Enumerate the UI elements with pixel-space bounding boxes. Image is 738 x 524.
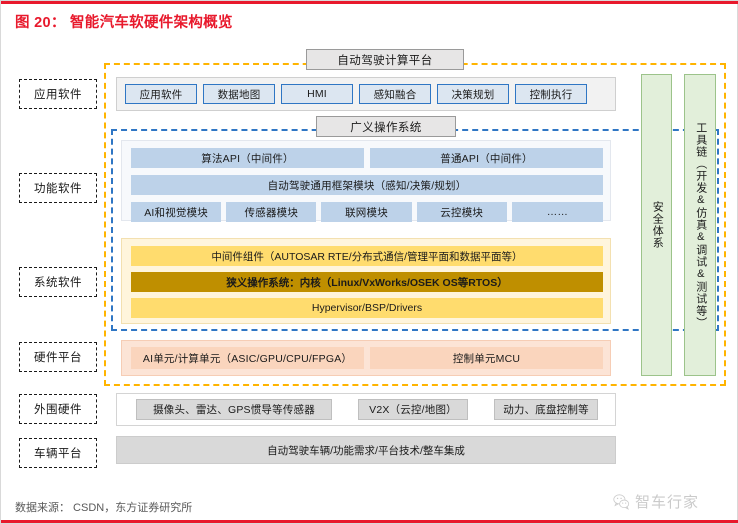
function-software-panel: 算法API（中间件） 普通API（中间件） 自动驾驶通用框架模块（感知/决策/规… [121, 140, 611, 222]
chip-label: 感知融合 [373, 88, 417, 101]
category-label-function-software: 功能软件 [19, 173, 97, 203]
category-label-text: 系统软件 [34, 277, 82, 289]
chip-label: 控制执行 [529, 88, 573, 101]
bar-label: 狭义操作系统：内核（Linux/VxWorks/OSEK OS等RTOS） [226, 276, 508, 289]
category-label-text: 硬件平台 [34, 352, 82, 364]
sys-bar-middleware: 中间件组件（AUTOSAR RTE/分布式通信/管理平面和数据平面等） [131, 246, 603, 266]
periph-chip-v2x: V2X（云控/地图） [358, 399, 468, 420]
hw-chip-ai-compute-unit: AI单元/计算单元（ASIC/GPU/CPU/FPGA） [131, 347, 364, 369]
chip-label: 普通API（中间件） [440, 152, 533, 165]
figure-title: 图 20： 智能汽车软硬件架构概览 [15, 15, 233, 31]
vehicle-platform-panel: 自动驾驶车辆/功能需求/平台技术/整车集成 [116, 436, 616, 464]
system-software-panel: 中间件组件（AUTOSAR RTE/分布式通信/管理平面和数据平面等） 狭义操作… [121, 238, 611, 324]
function-software-module-row: AI和视觉模块 传感器模块 联网模块 云控模块 …… [131, 202, 603, 222]
function-software-api-row: 算法API（中间件） 普通API（中间件） [131, 148, 603, 168]
category-label-text: 应用软件 [34, 89, 82, 101]
category-label-system-software: 系统软件 [19, 267, 97, 297]
chip-label: HMI [307, 88, 327, 100]
chip-label: 算法API（中间件） [201, 152, 294, 165]
chip-label: 云控模块 [440, 206, 484, 219]
bottom-divider [1, 520, 738, 523]
category-label-peripheral-hardware: 外围硬件 [19, 394, 97, 424]
app-chip-decision-planning: 决策规划 [437, 84, 509, 104]
header-tab-label: 广义操作系统 [350, 121, 422, 134]
application-software-chip-row: 应用软件 数据地图 HMI 感知融合 决策规划 控制执行 [125, 84, 607, 104]
chip-label: AI单元/计算单元（ASIC/GPU/CPU/FPGA） [142, 352, 353, 365]
sys-bar-kernel-os: 狭义操作系统：内核（Linux/VxWorks/OSEK OS等RTOS） [131, 272, 603, 292]
chip-label: 摄像头、雷达、GPS惯导等传感器 [153, 404, 315, 416]
category-label-text: 外围硬件 [34, 404, 82, 416]
category-label-vehicle-platform: 车辆平台 [19, 438, 97, 468]
app-chip-data-map: 数据地图 [203, 84, 275, 104]
watermark: 智车行家 [613, 491, 699, 512]
fn-chip-algorithm-api: 算法API（中间件） [131, 148, 364, 168]
app-chip-perception-fusion: 感知融合 [359, 84, 431, 104]
category-label-text: 车辆平台 [34, 448, 82, 460]
chip-label: 控制单元MCU [452, 352, 521, 365]
fn-chip-ai-vision-module: AI和视觉模块 [131, 202, 222, 222]
chip-label: AI和视觉模块 [144, 206, 209, 219]
app-chip-hmi: HMI [281, 84, 353, 104]
fn-chip-network-module: 联网模块 [321, 202, 412, 222]
chip-label: 决策规划 [451, 88, 495, 101]
app-chip-control-execution: 控制执行 [515, 84, 587, 104]
peripheral-hardware-panel: 摄像头、雷达、GPS惯导等传感器 V2X（云控/地图） 动力、底盘控制等 [116, 393, 616, 426]
periph-chip-powertrain-chassis: 动力、底盘控制等 [494, 399, 598, 420]
chip-label: …… [546, 206, 569, 218]
vertical-column-toolchain: 工具链（开发&仿真&调试&测试等） [684, 74, 716, 376]
hw-chip-control-mcu: 控制单元MCU [370, 347, 603, 369]
vertical-column-label: 安全体系 [651, 201, 664, 249]
chip-label: V2X（云控/地图） [369, 404, 457, 416]
chip-label: 自动驾驶通用框架模块（感知/决策/规划） [267, 179, 467, 192]
vehicle-platform-label: 自动驾驶车辆/功能需求/平台技术/整车集成 [267, 444, 465, 457]
category-label-hardware-platform: 硬件平台 [19, 342, 97, 372]
source-note: 数据来源： CSDN，东方证券研究所 [15, 502, 193, 514]
header-tab-auto-driving-platform: 自动驾驶计算平台 [306, 49, 464, 70]
periph-chip-sensors: 摄像头、雷达、GPS惯导等传感器 [136, 399, 332, 420]
hardware-platform-panel: AI单元/计算单元（ASIC/GPU/CPU/FPGA） 控制单元MCU [121, 340, 611, 376]
bar-label: Hypervisor/BSP/Drivers [311, 302, 423, 314]
fn-chip-general-api: 普通API（中间件） [370, 148, 603, 168]
hardware-platform-chip-row: AI单元/计算单元（ASIC/GPU/CPU/FPGA） 控制单元MCU [131, 347, 603, 369]
top-divider [1, 1, 738, 4]
bar-label: 中间件组件（AUTOSAR RTE/分布式通信/管理平面和数据平面等） [211, 250, 523, 263]
category-label-application-software: 应用软件 [19, 79, 97, 109]
fn-chip-cloud-module: 云控模块 [416, 202, 507, 222]
fn-chip-sensor-module: 传感器模块 [226, 202, 317, 222]
header-tab-label: 自动驾驶计算平台 [337, 54, 433, 67]
category-label-text: 功能软件 [34, 183, 82, 195]
chip-label: 应用软件 [139, 88, 183, 101]
vertical-column-safety-system: 安全体系 [641, 74, 672, 376]
header-tab-general-os: 广义操作系统 [316, 116, 456, 137]
chip-label: 联网模块 [345, 206, 388, 219]
watermark-text: 智车行家 [635, 494, 700, 511]
sys-bar-hypervisor-bsp: Hypervisor/BSP/Drivers [131, 298, 603, 318]
chip-label: 传感器模块 [244, 206, 299, 219]
app-chip-application-software: 应用软件 [125, 84, 197, 104]
wechat-icon [613, 494, 630, 510]
fn-chip-framework-module: 自动驾驶通用框架模块（感知/决策/规划） [131, 175, 603, 195]
chip-label: 动力、底盘控制等 [503, 404, 589, 416]
peripheral-hardware-chip-row: 摄像头、雷达、GPS惯导等传感器 V2X（云控/地图） 动力、底盘控制等 [136, 399, 598, 420]
vertical-column-label: 工具链（开发&仿真&调试&测试等） [694, 121, 707, 329]
chip-label: 数据地图 [217, 88, 261, 101]
fn-chip-ellipsis: …… [511, 202, 603, 222]
